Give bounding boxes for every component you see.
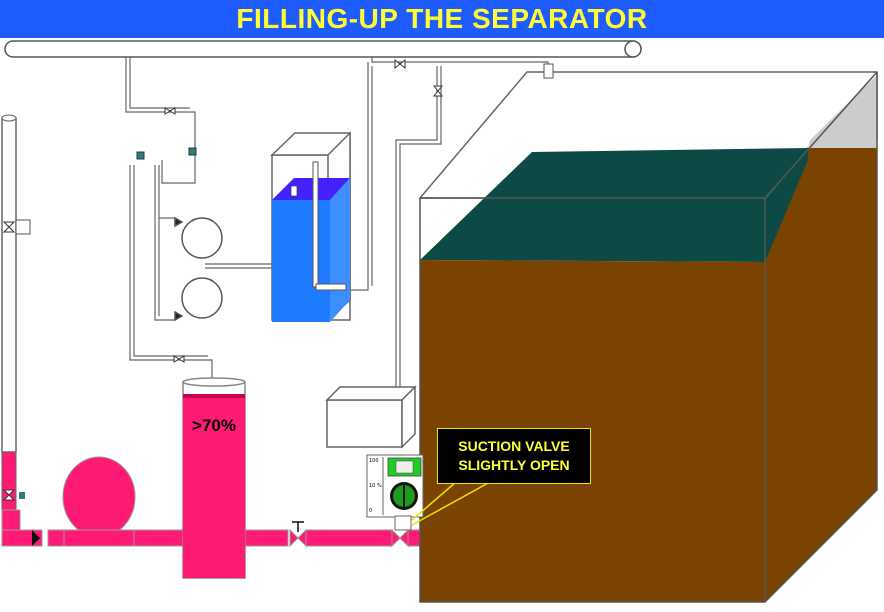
- svg-text:0: 0: [369, 508, 372, 514]
- circulation-pump: [62, 456, 136, 547]
- separator-vessel: [418, 63, 878, 603]
- instrument-valves: [136, 58, 444, 363]
- diaphragm-pump: [174, 216, 223, 322]
- svg-text:100: 100: [369, 458, 379, 464]
- measuring-tank: [270, 131, 351, 322]
- vessel-level-label: >70%: [192, 416, 236, 435]
- suction-valve-panel: 100 10 % 0: [366, 454, 424, 531]
- instrument-lines: [125, 57, 549, 390]
- header-pipe: [4, 40, 642, 58]
- callout-line-1: SUCTION VALVE: [458, 438, 570, 454]
- svg-text:10 %: 10 %: [369, 483, 382, 489]
- sight-glass: [1, 114, 31, 515]
- callout-leader: [411, 481, 491, 526]
- suction-valve-callout: SUCTION VALVE SLIGHTLY OPEN: [437, 428, 591, 484]
- liquid-vessel: >70%: [182, 377, 246, 579]
- knockout-pot: [325, 385, 417, 449]
- title-bar: FILLING-UP THE SEPARATOR: [0, 0, 884, 38]
- liquid-line-valve-stem: [292, 521, 304, 532]
- callout-line-2: SLIGHTLY OPEN: [458, 457, 570, 473]
- page-title: FILLING-UP THE SEPARATOR: [236, 3, 648, 34]
